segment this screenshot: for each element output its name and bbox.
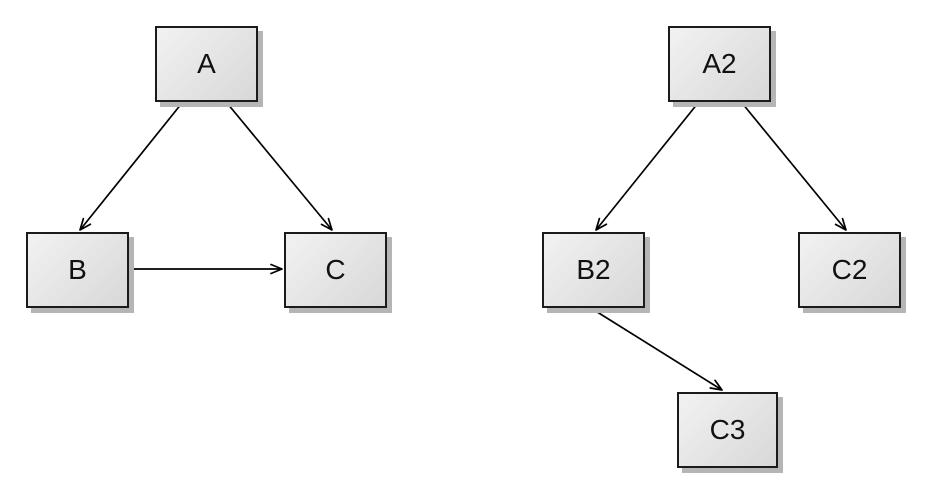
node-C2[interactable]: C2 (798, 232, 901, 308)
edge-A-to-C (226, 102, 333, 231)
node-A2[interactable]: A2 (668, 26, 771, 102)
node-label-C: C (325, 254, 346, 285)
edge-B2-to-C3 (593, 309, 723, 391)
node-C[interactable]: C (284, 232, 387, 308)
edge-A-to-B (79, 102, 183, 231)
node-label-C3: C3 (709, 414, 746, 445)
node-B[interactable]: B (26, 232, 129, 308)
node-label-A2: A2 (702, 48, 737, 79)
node-C3[interactable]: C3 (677, 392, 778, 468)
node-A[interactable]: A (155, 26, 258, 102)
node-label-A: A (197, 48, 216, 79)
edge-A2-to-C2 (741, 102, 847, 231)
edge-A2-to-B2 (595, 102, 699, 231)
node-label-B: B (68, 254, 87, 285)
node-B2[interactable]: B2 (542, 232, 645, 308)
node-label-C2: C2 (831, 254, 868, 285)
node-label-B2: B2 (576, 254, 611, 285)
